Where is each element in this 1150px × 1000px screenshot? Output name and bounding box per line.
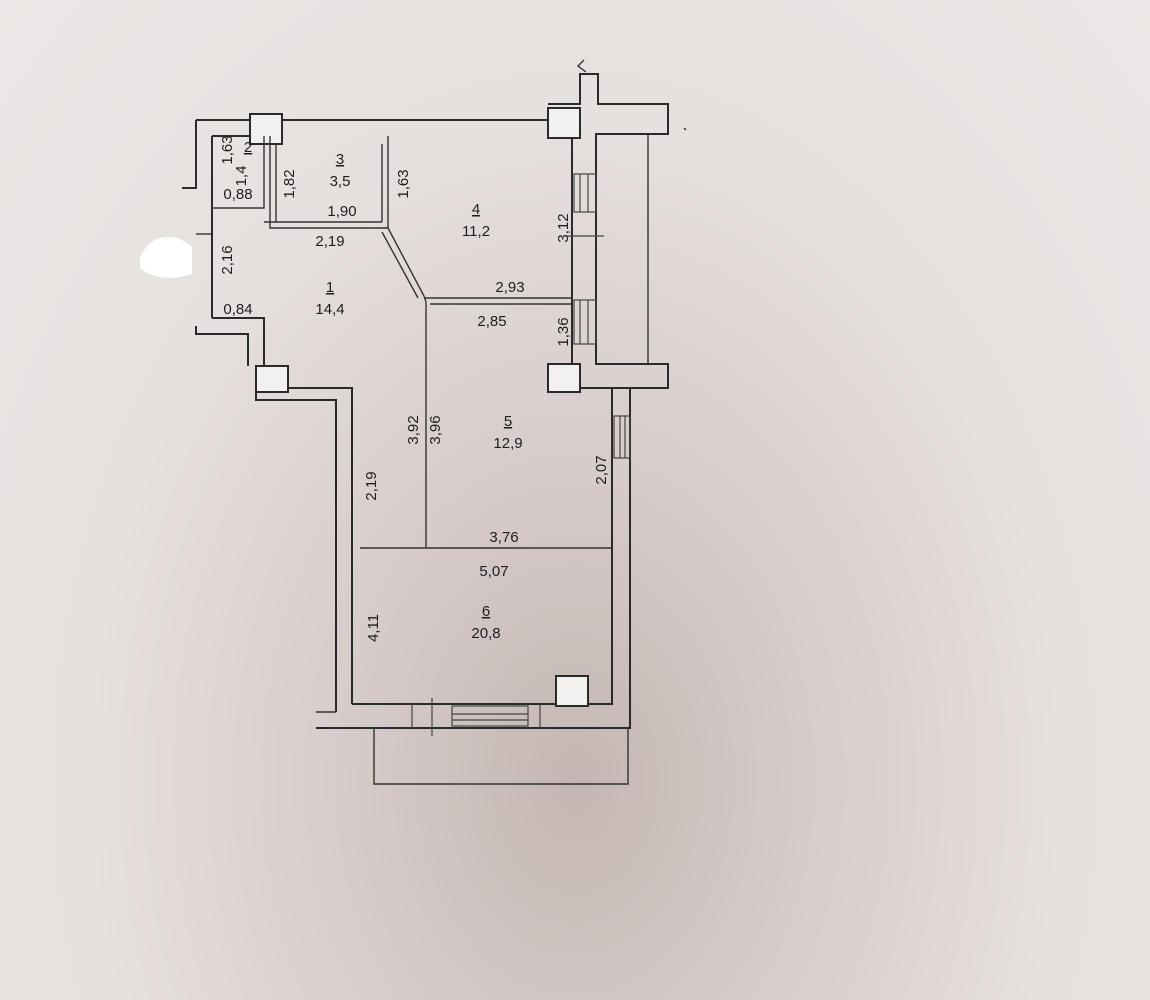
window-right-lower (613, 415, 631, 459)
tick-mark (683, 127, 687, 131)
wall-right-upper-mid (580, 134, 669, 389)
dim-label: 3,12 (555, 213, 572, 242)
column-right-mid (547, 363, 581, 393)
room-6-number: 6 (482, 603, 490, 620)
dim-label: 2,19 (315, 233, 344, 250)
room-2-number: 2 (244, 139, 252, 156)
dim-label: 1,63 (395, 169, 412, 198)
dim-label: 0,88 (223, 186, 252, 203)
wall-top-break (576, 59, 587, 73)
dim-label: 3,76 (489, 529, 518, 546)
wall-left-outer (182, 120, 197, 189)
dim-label: 1,90 (327, 203, 356, 220)
dim-label: 1,82 (281, 169, 298, 198)
room-4-number: 4 (472, 201, 480, 218)
dim-label: 1,36 (555, 317, 572, 346)
wall-corridor-outer (255, 366, 337, 712)
wall-corridor-inner (287, 366, 353, 704)
dim-label: 3,96 (427, 415, 444, 444)
dim-label: 1,63 (219, 135, 236, 164)
dim-label: 2,16 (219, 245, 236, 274)
dim-label: 2,85 (477, 313, 506, 330)
wall-left-jog (212, 317, 265, 367)
room-5-number: 5 (504, 413, 512, 430)
room-2-area: 1,4 (233, 166, 250, 187)
dim-label: 2,07 (593, 455, 610, 484)
room-5-area: 12,9 (493, 435, 522, 452)
room-4-area: 11,2 (462, 223, 490, 240)
column-left-mid (255, 365, 289, 393)
balcony-outline (373, 728, 629, 785)
room-1-number: 1 (326, 279, 334, 296)
partition-room-2 (212, 136, 265, 209)
column-top-right (547, 107, 581, 139)
dim-label: 0,84 (223, 301, 252, 318)
dim-label: 4,11 (365, 614, 382, 642)
wall-right-upper-outer (548, 73, 669, 140)
column-top-left (249, 113, 283, 145)
room-3-area: 3,5 (330, 173, 351, 190)
dim-label: 5,07 (479, 563, 508, 580)
room-1-area: 14,4 (315, 301, 344, 318)
bottom-window (451, 705, 529, 727)
wall-left-lower (195, 326, 249, 366)
dim-label: 3,92 (405, 415, 422, 444)
room-6-area: 20,8 (471, 625, 500, 642)
partition-room-3 (269, 136, 389, 229)
window-room-4 (573, 173, 597, 213)
partition-diagonal (387, 227, 427, 303)
window-room-5 (573, 299, 597, 345)
column-bottom-right (555, 675, 589, 707)
room-3-number: 3 (336, 151, 344, 168)
dim-label: 2,93 (495, 279, 524, 296)
dim-label: 2,19 (363, 471, 380, 500)
wall-bottom-inner (352, 388, 613, 705)
paper-tab (140, 236, 192, 278)
